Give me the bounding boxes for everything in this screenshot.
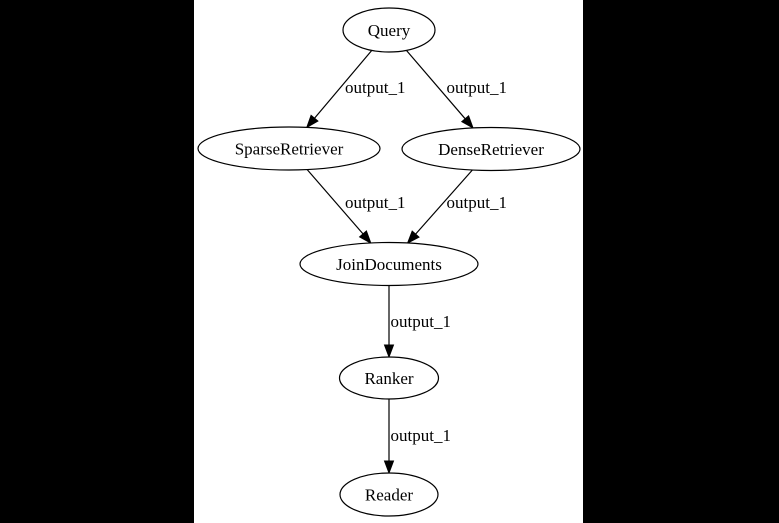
pipeline-graph: output_1 output_1 output_1 output_1 outp… xyxy=(197,7,581,517)
edge-sparseretriever-joindocuments: output_1 xyxy=(306,169,405,245)
node-joindocuments-label: JoinDocuments xyxy=(336,255,442,274)
node-sparseretriever: SparseRetriever xyxy=(197,126,381,171)
node-ranker-label: Ranker xyxy=(364,369,413,388)
arrowhead-denseretriever-joindocuments xyxy=(406,230,420,245)
node-query: Query xyxy=(342,7,436,53)
right-black-bar xyxy=(583,0,779,523)
arrowhead-query-denseretriever xyxy=(460,115,474,129)
node-reader-ellipse xyxy=(339,472,439,517)
edge-ranker-reader: output_1 xyxy=(383,399,451,475)
node-query-ellipse xyxy=(342,7,436,53)
node-query-label: Query xyxy=(368,21,411,40)
edge-label-denseretriever-joindocuments: output_1 xyxy=(447,193,507,212)
edge-line-sparseretriever-joindocuments xyxy=(306,169,364,235)
node-reader: Reader xyxy=(339,472,439,517)
arrowhead-ranker-reader xyxy=(383,460,395,475)
edge-line-query-denseretriever xyxy=(405,50,466,120)
node-denseretriever-ellipse xyxy=(401,126,581,172)
edge-label-ranker-reader: output_1 xyxy=(391,426,451,445)
node-joindocuments-ellipse xyxy=(299,241,479,287)
node-reader-label: Reader xyxy=(365,486,413,505)
node-sparseretriever-label: SparseRetriever xyxy=(235,140,344,159)
edge-joindocuments-ranker: output_1 xyxy=(383,285,451,359)
arrowhead-joindocuments-ranker xyxy=(383,344,395,359)
edge-label-query-denseretriever: output_1 xyxy=(447,78,507,97)
arrowhead-query-sparseretriever xyxy=(305,114,319,129)
node-ranker-ellipse xyxy=(338,356,440,400)
node-joindocuments: JoinDocuments xyxy=(299,241,479,287)
edge-label-query-sparseretriever: output_1 xyxy=(345,78,405,97)
edge-label-joindocuments-ranker: output_1 xyxy=(391,312,451,331)
node-denseretriever-label: DenseRetriever xyxy=(438,140,544,159)
edge-query-sparseretriever: output_1 xyxy=(305,50,405,129)
node-denseretriever: DenseRetriever xyxy=(401,126,581,172)
arrowhead-sparseretriever-joindocuments xyxy=(358,230,372,245)
pipeline-graph-canvas: output_1 output_1 output_1 output_1 outp… xyxy=(194,0,583,523)
left-black-bar xyxy=(0,0,194,523)
edge-label-sparseretriever-joindocuments: output_1 xyxy=(345,193,405,212)
node-sparseretriever-ellipse xyxy=(197,126,381,171)
edge-line-query-sparseretriever xyxy=(314,50,373,119)
node-ranker: Ranker xyxy=(338,356,440,400)
edge-query-denseretriever: output_1 xyxy=(405,50,507,129)
edge-line-denseretriever-joindocuments xyxy=(415,169,473,235)
edge-denseretriever-joindocuments: output_1 xyxy=(406,169,507,245)
